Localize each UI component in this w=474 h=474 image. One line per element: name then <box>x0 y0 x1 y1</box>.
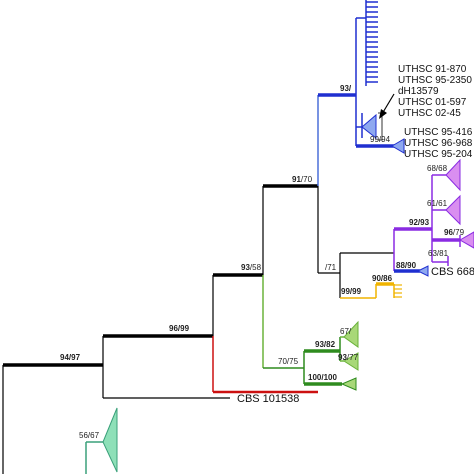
taxon-uthsc-95-204: UTHSC 95-204 <box>404 149 473 160</box>
taxon-uthsc-96-968: UTHSC 96-968 <box>404 138 473 149</box>
taxa-bracket <box>378 112 383 141</box>
purple-collapsed-clade-2 <box>445 194 461 226</box>
yellow-clade <box>340 282 402 299</box>
support-93-77: 93/77 <box>338 353 359 362</box>
teal-collapsed-clade <box>102 407 118 473</box>
support-70-75: 70/75 <box>278 357 299 366</box>
taxon-labels: UTHSC 91-870 UTHSC 95-2350 dH13579 UTHSC… <box>237 64 474 405</box>
pointer-arrow-shaft <box>381 93 395 115</box>
support-63-81: 63/81 <box>428 249 449 258</box>
support-67: 67/ <box>340 327 352 336</box>
backbone-branches <box>2 184 318 474</box>
taxon-dh13579: dH13579 <box>398 86 439 97</box>
support-91-70: 91/70 <box>292 175 313 184</box>
pointer-arrow-head <box>379 109 387 119</box>
support-99-94: 99/94 <box>370 135 391 144</box>
green-collapsed-clade-2 <box>343 352 359 371</box>
support-93-58: 93/58 <box>241 263 262 272</box>
purple-clade <box>393 174 461 271</box>
purple-collapsed-clade-3 <box>458 231 474 249</box>
green-collapsed-clade-1 <box>343 320 359 348</box>
blue-collapsed-clade-1 <box>361 113 377 140</box>
support-96-79: 96/79 <box>444 228 465 237</box>
support-88-90: 88/90 <box>396 261 417 270</box>
support-93-82: 93/82 <box>315 340 336 349</box>
blue-collapsed-clade-2 <box>391 138 405 154</box>
support-56-67: 56/67 <box>79 431 100 440</box>
support-94-97: 94/97 <box>60 353 81 362</box>
support-61-61: 61/61 <box>427 199 448 208</box>
taxon-uthsc-91-870: UTHSC 91-870 <box>398 64 467 75</box>
taxon-cbs-668: CBS 668.7 <box>431 266 474 278</box>
support-93: 93/ <box>340 84 352 93</box>
green-clade <box>262 275 344 386</box>
support-90-86: 90/86 <box>372 274 393 283</box>
support-71: /71 <box>325 263 337 272</box>
support-68-68: 68/68 <box>427 164 448 173</box>
blue-clade <box>317 0 396 186</box>
support-100-100: 100/100 <box>308 373 337 382</box>
support-96-99: 96/99 <box>169 324 190 333</box>
support-values: 94/97 96/99 93/58 91/70 93/ 99/94 /71 92… <box>60 84 465 440</box>
taxon-uthsc-01-597: UTHSC 01-597 <box>398 97 467 108</box>
taxon-uthsc-02-45: UTHSC 02-45 <box>398 108 461 119</box>
support-99-99: 99/99 <box>341 287 362 296</box>
purple-collapsed-clade-1 <box>445 158 461 192</box>
taxon-cbs-101538: CBS 101538 <box>237 393 299 405</box>
blue-collapsed-clade-3 <box>416 265 429 277</box>
taxon-uthsc-95-2350: UTHSC 95-2350 <box>398 75 472 86</box>
blue-comb-tips <box>366 1 378 83</box>
support-92-93: 92/93 <box>409 218 430 227</box>
green-collapsed-clade-3 <box>340 377 357 391</box>
taxon-uthsc-95-416: UTHSC 95-416 <box>404 127 473 138</box>
